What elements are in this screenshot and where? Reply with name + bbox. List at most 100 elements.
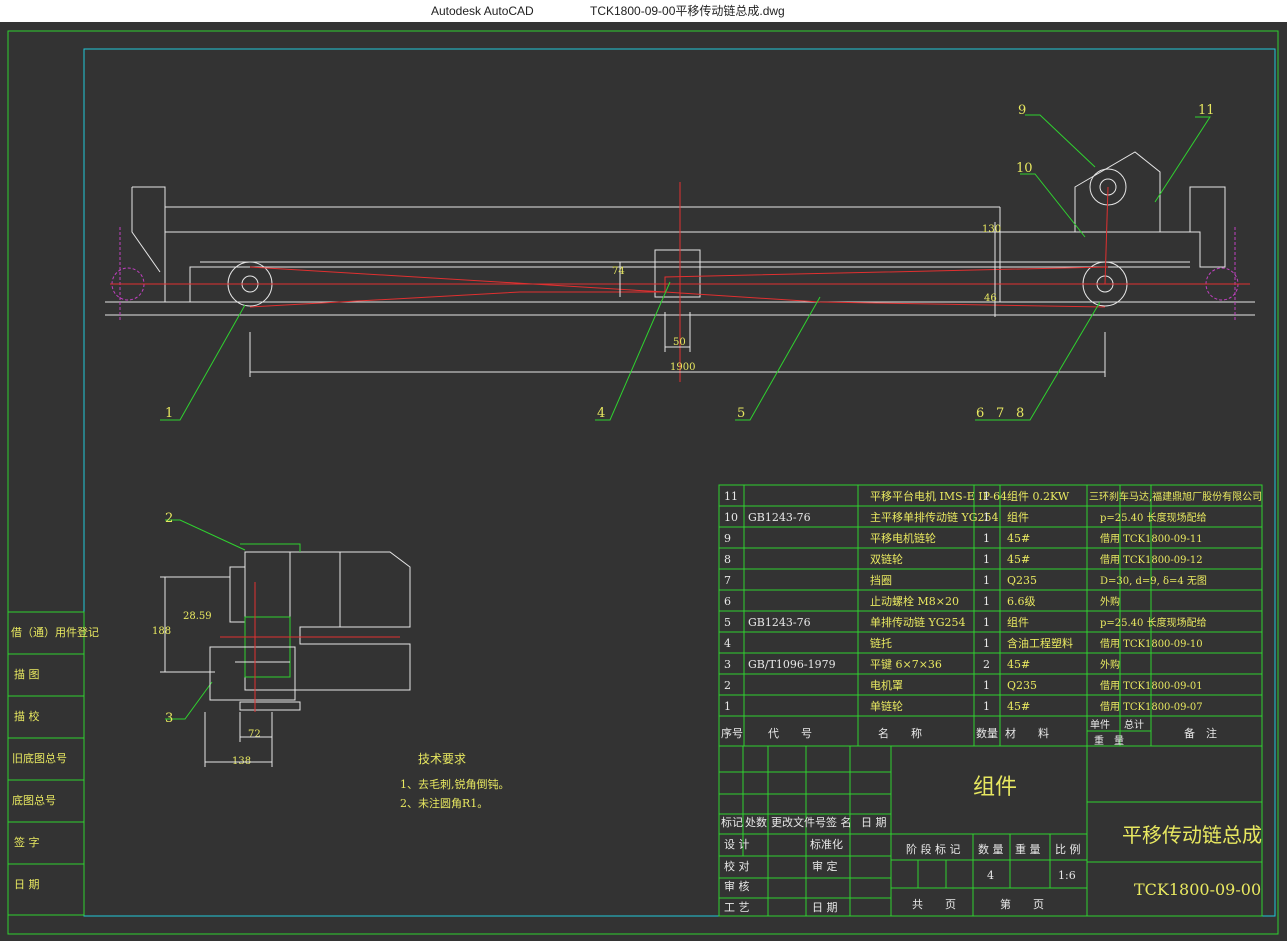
bom-name-9: 平移电机链轮 — [870, 531, 936, 545]
dim-50: 50 — [673, 337, 686, 348]
left-label-3: 工 艺 — [724, 901, 750, 914]
rev-label-2: 更改文件号 — [771, 815, 826, 829]
bom-remark-6: 外购 — [1100, 595, 1120, 608]
bom-qty-1: 1 — [983, 700, 990, 713]
bom-qty-7: 1 — [983, 574, 990, 587]
qty-label: 数 量 — [978, 843, 1004, 856]
mid-label-2: 日 期 — [812, 901, 838, 914]
side-label-4: 底图总号 — [12, 793, 56, 807]
bom-seq-1: 1 — [724, 700, 731, 713]
rev-label-1: 处数 — [745, 816, 767, 829]
bom-remark-9: 借用 TCK1800-09-11 — [1100, 533, 1203, 545]
side-register-table — [7, 611, 85, 916]
inner-frame — [83, 48, 1276, 917]
bom-name-2: 电机罩 — [870, 678, 903, 692]
bom-h-remark: 备 注 — [1184, 726, 1217, 740]
scale-value: 1:6 — [1058, 869, 1076, 882]
window-titlebar: Autodesk AutoCAD TCK1800-09-00平移传动链总成.dw… — [0, 0, 1287, 22]
bom-remark-2: 借用 TCK1800-09-01 — [1100, 680, 1203, 692]
bom-material-9: 45# — [1007, 532, 1030, 545]
bom-seq-6: 6 — [724, 595, 731, 608]
bom-remark-11: 三环刹车马达,福建鼎旭厂股份有限公司 — [1089, 490, 1262, 503]
bom-h-qty: 数量 — [976, 727, 998, 740]
sheet-number: 第 页 — [1000, 897, 1044, 911]
bom-material-4: 含油工程塑料 — [1007, 636, 1073, 650]
bom-material-6: 6.6级 — [1007, 595, 1036, 608]
bom-remark-1: 借用 TCK1800-09-07 — [1100, 701, 1203, 713]
rev-label-0: 标记 — [721, 815, 743, 829]
bom-qty-5: 1 — [983, 616, 990, 629]
file-name: TCK1800-09-00平移传动链总成.dwg — [590, 4, 785, 18]
bom-h-name: 名 称 — [878, 726, 922, 740]
bom-h-code: 代 号 — [768, 727, 812, 740]
bom-remark-7: D=30, d=9, δ=4 无图 — [1100, 575, 1207, 587]
tech-title: 技术要求 — [418, 752, 466, 766]
bom-qty-11: 1 — [983, 490, 990, 503]
title-block-grid — [718, 745, 1263, 917]
side-label-1: 描 图 — [14, 667, 40, 681]
bom-name-10: 主平移单排传动链 YG254 — [870, 510, 999, 524]
drawing-canvas[interactable]: 9 11 10 1 4 5 6 7 8 2 3 1900 50 74 130 4… — [0, 22, 1287, 941]
app-name: Autodesk AutoCAD — [431, 4, 534, 18]
weight-label: 重 量 — [1015, 842, 1041, 856]
callout-6: 6 — [976, 406, 984, 421]
outer-frame — [7, 30, 1279, 935]
stage-label: 阶 段 标 记 — [906, 842, 961, 856]
callout-2: 2 — [165, 511, 173, 526]
bom-remark-8: 借用 TCK1800-09-12 — [1100, 554, 1203, 566]
bom-seq-9: 9 — [724, 532, 731, 545]
bom-h-material: 材 料 — [1005, 726, 1049, 740]
callout-9: 9 — [1018, 103, 1026, 118]
side-label-3: 旧底图总号 — [12, 751, 67, 765]
bom-remark-4: 借用 TCK1800-09-10 — [1100, 638, 1203, 650]
callout-4: 4 — [597, 406, 605, 421]
bom-h-total: 总计 — [1124, 718, 1144, 731]
bom-material-5: 组件 — [1007, 615, 1029, 629]
bom-name-8: 双链轮 — [870, 552, 903, 566]
callout-1: 1 — [165, 406, 173, 421]
left-label-0: 设 计 — [724, 838, 750, 851]
rev-label-4: 日 期 — [861, 816, 887, 829]
side-label-6: 日 期 — [14, 878, 40, 891]
bom-qty-8: 1 — [983, 553, 990, 566]
bom-material-2: Q235 — [1007, 679, 1037, 692]
side-label-5: 签 字 — [14, 835, 40, 849]
bom-code-10: GB1243-76 — [748, 511, 811, 524]
bom-code-3: GB/T1096-1979 — [748, 658, 836, 671]
tech-note-2: 2、未注圆角R1。 — [400, 796, 488, 810]
bom-name-7: 挡圈 — [870, 573, 892, 587]
scale-label: 比 例 — [1055, 842, 1081, 856]
bom-seq-7: 7 — [724, 574, 731, 587]
bom-qty-4: 1 — [983, 637, 990, 650]
chain-drive-side-view — [105, 151, 1255, 382]
bom-h-weight: 重 量 — [1094, 734, 1124, 747]
bom-qty-10: 1 — [983, 511, 990, 524]
callout-11: 11 — [1198, 103, 1215, 118]
rev-label-3: 签 名 — [826, 815, 852, 829]
drawing-number: TCK1800-09-00 — [1134, 880, 1261, 899]
tech-note-1: 1、去毛刺,锐角倒钝。 — [400, 777, 510, 791]
qty-value: 4 — [987, 869, 994, 882]
bom-name-5: 单排传动链 YG254 — [870, 615, 966, 629]
left-label-2: 审 核 — [724, 879, 750, 893]
callout-7: 7 — [996, 406, 1004, 421]
total-sheets: 共 页 — [912, 898, 956, 911]
dim-1900: 1900 — [670, 362, 695, 373]
dim-130: 130 — [982, 224, 1001, 235]
mid-label-0: 标准化 — [810, 837, 843, 851]
bom-qty-3: 2 — [983, 658, 990, 671]
bom-seq-10: 10 — [724, 511, 738, 524]
drawing-title: 平移传动链总成 — [1122, 823, 1262, 847]
bom-material-11: 组件 0.2KW — [1007, 489, 1070, 503]
callout-10: 10 — [1016, 161, 1033, 176]
bom-seq-3: 3 — [724, 658, 731, 671]
leaders — [160, 114, 1211, 720]
callout-3: 3 — [165, 711, 173, 726]
bom-qty-2: 1 — [983, 679, 990, 692]
bom-qty-9: 1 — [983, 532, 990, 545]
bom-name-4: 链托 — [870, 636, 892, 650]
bom-code-5: GB1243-76 — [748, 616, 811, 629]
mid-label-1: 审 定 — [812, 859, 838, 873]
bom-name-6: 止动螺栓 M8×20 — [870, 594, 959, 608]
bom-seq-11: 11 — [724, 490, 738, 503]
